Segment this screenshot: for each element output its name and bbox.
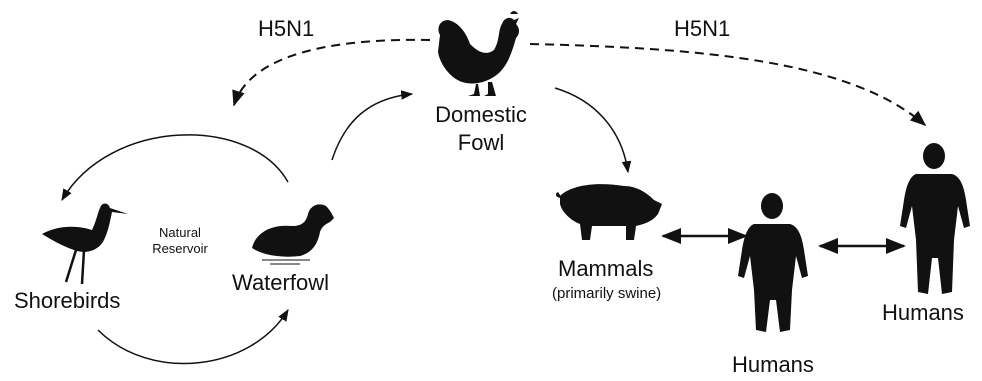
humans-center-label: Humans (732, 354, 814, 376)
h5n1-label-right: H5N1 (674, 18, 730, 40)
cycle-arrow-top (62, 135, 288, 200)
natural-reservoir-line2: Reservoir (138, 242, 222, 255)
domestic-fowl-line2: Fowl (418, 132, 544, 154)
human-icon (900, 143, 970, 294)
mammals-sublabel: (primarily swine) (552, 286, 661, 301)
arrow-fowl-to-mammals (555, 88, 628, 172)
shorebird-icon (42, 204, 128, 285)
humans-right-label: Humans (882, 302, 964, 324)
shorebirds-label: Shorebirds (14, 290, 120, 312)
natural-reservoir-label: Natural Reservoir (138, 226, 222, 255)
waterfowl-label: Waterfowl (232, 272, 329, 294)
domestic-fowl-line1: Domestic (418, 104, 544, 126)
h5n1-arc-right (530, 44, 925, 125)
mammals-label: Mammals (558, 258, 653, 280)
chicken-icon (438, 11, 519, 96)
h5n1-label-left: H5N1 (258, 18, 314, 40)
domestic-fowl-label: Domestic Fowl (418, 104, 544, 154)
cycle-arrow-bottom (98, 310, 288, 363)
natural-reservoir-line1: Natural (138, 226, 222, 239)
pig-icon (556, 184, 662, 240)
human-icon (738, 193, 808, 332)
duck-icon (252, 204, 334, 264)
arrow-waterfowl-to-fowl (332, 94, 412, 160)
